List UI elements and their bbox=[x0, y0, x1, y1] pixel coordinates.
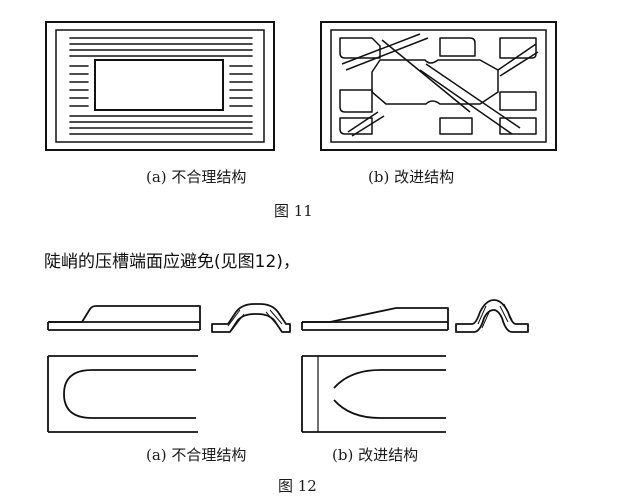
fig11-caption-a: (a) 不合理结构 bbox=[146, 168, 247, 186]
fig12-caption-b: (b) 改进结构 bbox=[332, 446, 419, 464]
body-text: 陡峭的压槽端面应避免(见图12)， bbox=[44, 252, 300, 272]
fig12-title: 图 12 bbox=[278, 477, 317, 495]
fig11-title: 图 11 bbox=[274, 202, 313, 220]
fig11-caption-b: (b) 改进结构 bbox=[368, 168, 455, 186]
fig12-caption-a: (a) 不合理结构 bbox=[146, 446, 247, 464]
